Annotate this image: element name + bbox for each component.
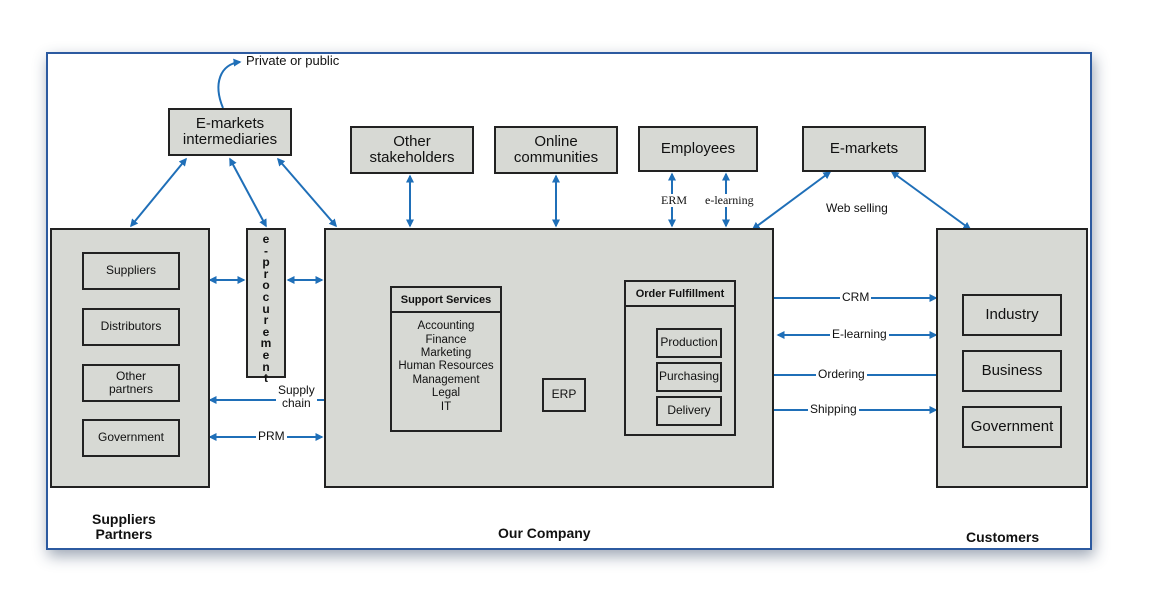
support-item: Legal <box>431 387 461 400</box>
support-services-list: Accounting Finance Marketing Human Resou… <box>392 313 500 414</box>
order-fulfillment-title: Order Fulfillment <box>626 282 734 308</box>
eproc-letter: o <box>262 278 270 293</box>
elearning-customer-label: E-learning <box>830 327 889 342</box>
eproc-letter: m <box>260 336 272 351</box>
production-box: Production <box>656 328 722 358</box>
our-company-caption: Our Company <box>498 525 591 541</box>
support-services-box: Support Services Accounting Finance Mark… <box>390 286 502 432</box>
emarkets-intermediaries-box: E-markets intermediaries <box>168 108 292 156</box>
shipping-label: Shipping <box>808 402 859 417</box>
support-item: Management <box>412 373 480 386</box>
eproc-letter: n <box>262 359 270 374</box>
support-item: Accounting <box>417 320 475 333</box>
government-partner-item: Government <box>82 419 180 457</box>
arrow-emarkets-customers <box>890 171 972 230</box>
supply-chain-label: Supply chain <box>276 383 317 411</box>
suppliers-partners-caption: Suppliers Partners <box>92 511 156 543</box>
private-public-label: Private or public <box>246 53 340 68</box>
eproc-letter: p <box>262 255 270 270</box>
support-item: Human Resources <box>398 360 494 373</box>
arrow-emi-company <box>277 157 337 228</box>
other-partners-item: Other partners <box>82 364 180 402</box>
prm-label: PRM <box>256 429 287 444</box>
erm-label: ERM <box>660 193 689 208</box>
arrow-emi-suppliers <box>130 157 187 228</box>
other-stakeholders-box: Other stakeholders <box>350 126 474 174</box>
elearning-top-label: e-learning <box>704 193 755 208</box>
emarkets-box: E-markets <box>802 126 926 172</box>
eprocurement-letters: e - p r o c u r e m e n t <box>260 232 272 386</box>
eproc-letter: e <box>262 232 270 246</box>
eproc-letter: u <box>262 301 270 316</box>
eproc-letter: - <box>263 243 268 258</box>
ordering-label: Ordering <box>816 367 867 382</box>
eproc-letter: r <box>263 313 269 328</box>
suppliers-item: Suppliers <box>82 252 180 290</box>
arrow-emarkets-company <box>751 171 832 230</box>
web-selling-label: Web selling <box>826 201 888 215</box>
support-services-title: Support Services <box>392 288 500 314</box>
support-item: Finance <box>425 333 467 346</box>
erp-box: ERP <box>542 378 586 412</box>
arrow-emi-eproc <box>229 157 267 228</box>
eproc-letter: c <box>262 289 270 304</box>
customers-caption: Customers <box>966 529 1040 545</box>
online-communities-box: Online communities <box>494 126 618 174</box>
eproc-letter: e <box>262 324 270 339</box>
eprocurement-box: e - p r o c u r e m e n t <box>246 228 286 384</box>
diagram-frame: Private or public E-markets intermediari… <box>46 52 1092 550</box>
eproc-letter: t <box>263 371 268 386</box>
purchasing-box: Purchasing <box>656 362 722 392</box>
arrow-private-public <box>217 58 242 109</box>
eproc-letter: r <box>263 266 269 281</box>
support-item: IT <box>440 400 452 413</box>
delivery-box: Delivery <box>656 396 722 426</box>
government-customer-item: Government <box>962 406 1062 448</box>
eproc-letter: e <box>262 347 270 362</box>
employees-box: Employees <box>638 126 758 172</box>
business-item: Business <box>962 350 1062 392</box>
distributors-item: Distributors <box>82 308 180 346</box>
support-item: Marketing <box>420 346 472 359</box>
crm-label: CRM <box>840 290 872 305</box>
industry-item: Industry <box>962 294 1062 336</box>
